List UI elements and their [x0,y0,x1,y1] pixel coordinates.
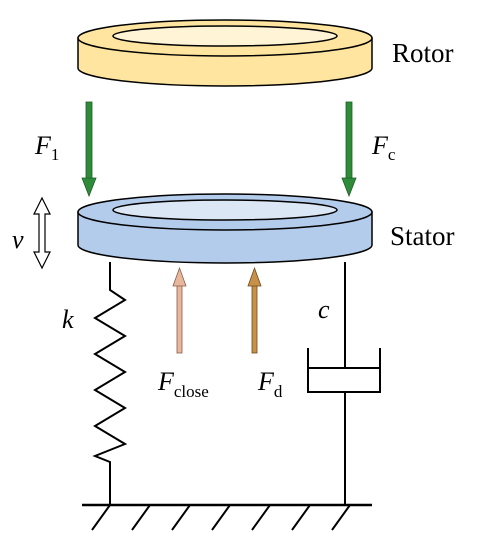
k-label: k [62,305,74,334]
fd-arrow [247,266,262,354]
fd-label: Fd [257,367,283,401]
f1-label: F1 [34,131,59,164]
fclose-arrow [172,266,187,354]
spring-icon [92,262,128,505]
fc-arrow [341,101,357,198]
double-arrow-icon [33,196,51,270]
stator-ring [77,193,373,264]
f1-arrow [81,101,97,198]
fclose-label: Fclose [157,367,209,401]
fc-label: Fc [371,131,396,164]
stator-label: Stator [390,221,455,251]
v-label: v [12,225,24,254]
damper-icon [307,262,381,505]
rotor-label: Rotor [392,38,454,68]
c-label: c [318,295,330,324]
ground-icon [82,503,372,531]
rotor-ring [77,19,373,87]
